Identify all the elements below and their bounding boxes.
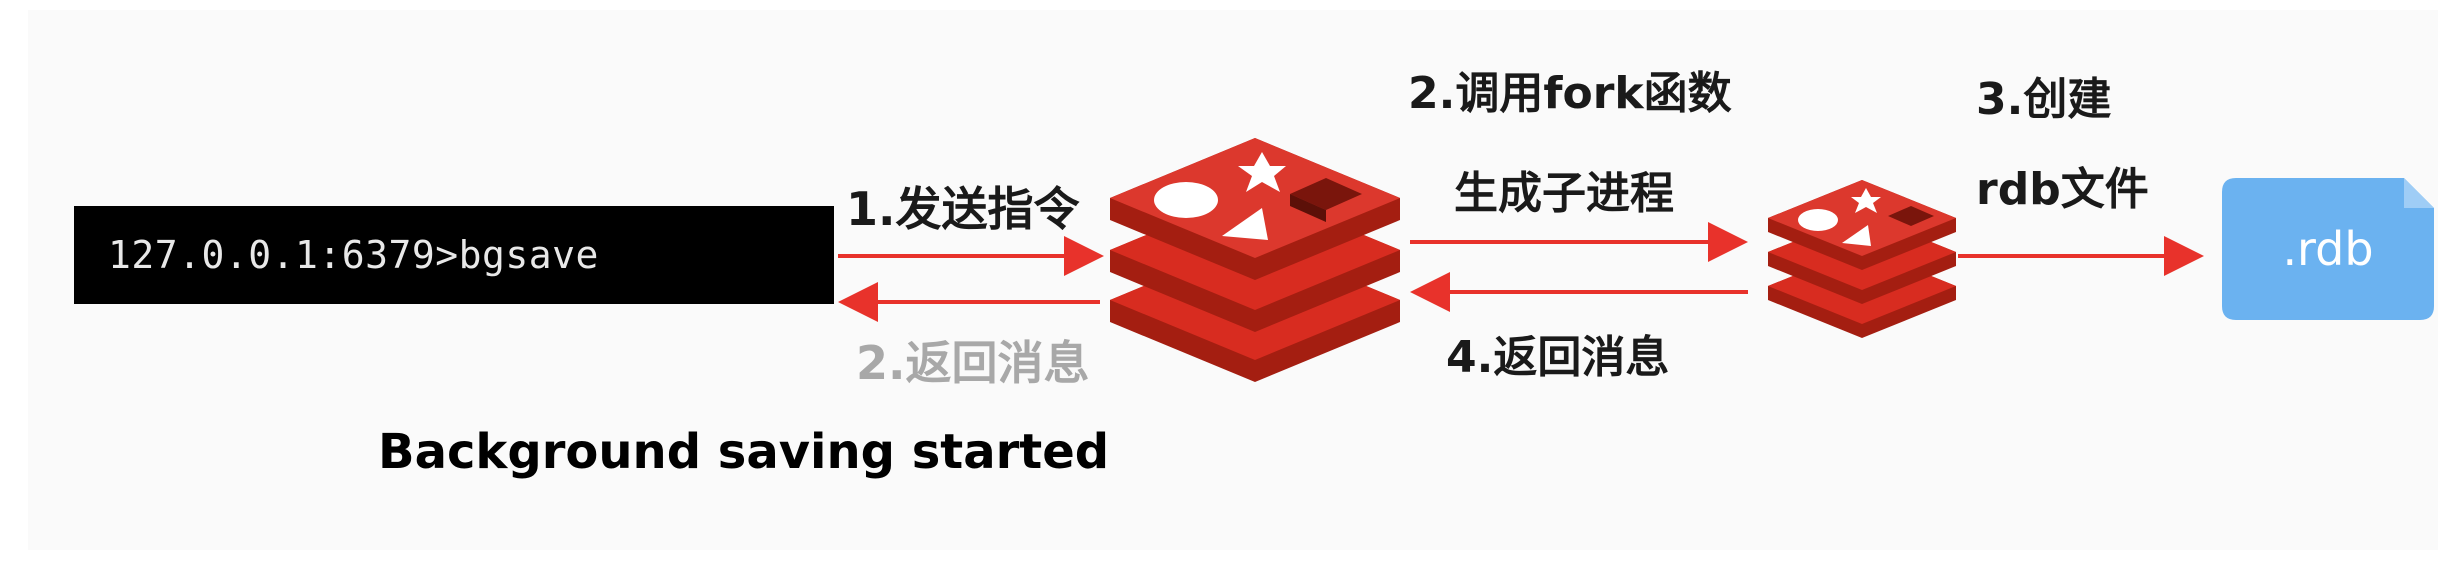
label-return-client: 2.返回消息 <box>856 336 1090 390</box>
rdb-file-icon <box>2222 178 2434 320</box>
label-fork-line1: 2.调用fork函数 <box>1408 68 1732 119</box>
label-create-line1: 3.创建 <box>1976 74 2112 125</box>
label-create-line2: rdb文件 <box>1976 164 2149 215</box>
redis-logo-icon <box>1110 138 1400 382</box>
redis-child-logo-icon <box>1768 180 1956 338</box>
terminal-box: 127.0.0.1:6379>bgsave <box>74 206 834 304</box>
label-return-parent: 4.返回消息 <box>1446 332 1670 383</box>
label-send-command: 1.发送指令 <box>846 182 1080 236</box>
terminal-command: 127.0.0.1:6379>bgsave <box>108 233 599 277</box>
status-message: Background saving started <box>378 424 1110 480</box>
label-fork-line2: 生成子进程 <box>1454 168 1674 219</box>
rdb-file-label: .rdb <box>2282 222 2374 276</box>
